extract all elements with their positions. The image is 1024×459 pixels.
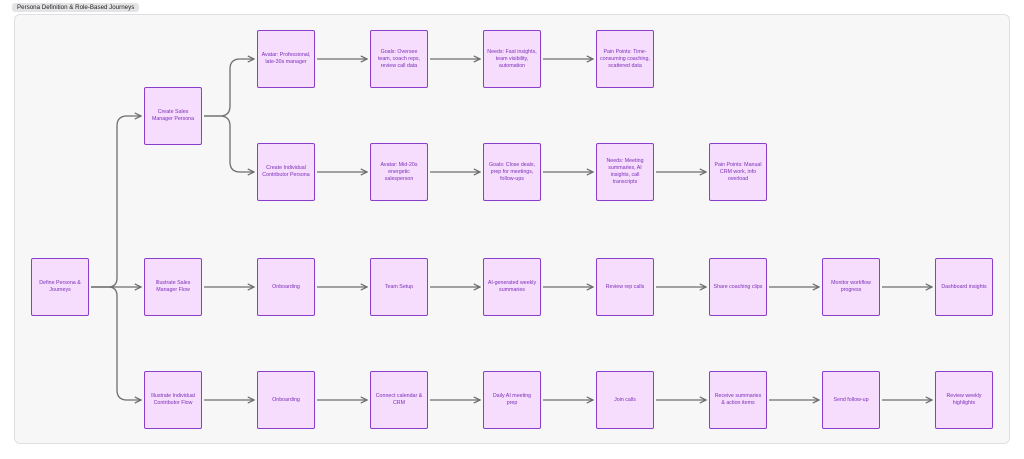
- node-smf-review-rep-calls[interactable]: Review rep calls: [596, 258, 654, 316]
- node-icf-daily-meeting-prep[interactable]: Daily AI meeting prep: [483, 371, 541, 429]
- diagram-title: Persona Definition & Role-Based Journeys: [12, 3, 140, 12]
- node-create-ic-persona[interactable]: Create Individual Contributor Persona: [257, 143, 315, 201]
- node-sm-needs[interactable]: Needs: Fast insights, team visibility, a…: [483, 30, 541, 88]
- node-icf-connect-calendar-crm[interactable]: Connect calendar & CRM: [370, 371, 428, 429]
- node-sm-goals[interactable]: Goals: Oversee team, coach reps, review …: [370, 30, 428, 88]
- node-icf-onboarding[interactable]: Onboarding: [257, 371, 315, 429]
- node-icf-receive-summaries[interactable]: Receive summaries & action items: [709, 371, 767, 429]
- node-ic-goals[interactable]: Goals: Close deals, prep for meetings, f…: [483, 143, 541, 201]
- node-smf-share-coaching-clips[interactable]: Share coaching clips: [709, 258, 767, 316]
- node-ic-pain-points[interactable]: Pain Points: Manual CRM work, info overl…: [709, 143, 767, 201]
- node-sales-manager-flow[interactable]: Illustrate Sales Manager Flow: [144, 258, 202, 316]
- node-define-persona-journeys[interactable]: Define Persona & Journeys: [31, 258, 89, 316]
- node-icf-join-calls[interactable]: Join calls: [596, 371, 654, 429]
- node-icf-send-follow-up[interactable]: Send follow-up: [822, 371, 880, 429]
- node-ic-flow[interactable]: Illustrate Individual Contributor Flow: [144, 371, 202, 429]
- node-smf-monitor-workflow[interactable]: Monitor workflow progress: [822, 258, 880, 316]
- node-smf-weekly-summaries[interactable]: AI-generated weekly summaries: [483, 258, 541, 316]
- node-smf-team-setup[interactable]: Team Setup: [370, 258, 428, 316]
- node-smf-dashboard-insights[interactable]: Dashboard insights: [935, 258, 993, 316]
- node-create-sales-manager-persona[interactable]: Create Sales Manager Persona: [144, 87, 202, 145]
- node-ic-avatar[interactable]: Avatar: Mid-20s energetic salesperson: [370, 143, 428, 201]
- node-sm-pain-points[interactable]: Pain Points: Time-consuming coaching, sc…: [596, 30, 654, 88]
- node-sm-avatar[interactable]: Avatar: Professional, late-30s manager: [257, 30, 315, 88]
- node-ic-needs[interactable]: Needs: Meeting summaries, AI insights, c…: [596, 143, 654, 201]
- node-icf-review-weekly-highlights[interactable]: Review weekly highlights: [935, 371, 993, 429]
- node-smf-onboarding[interactable]: Onboarding: [257, 258, 315, 316]
